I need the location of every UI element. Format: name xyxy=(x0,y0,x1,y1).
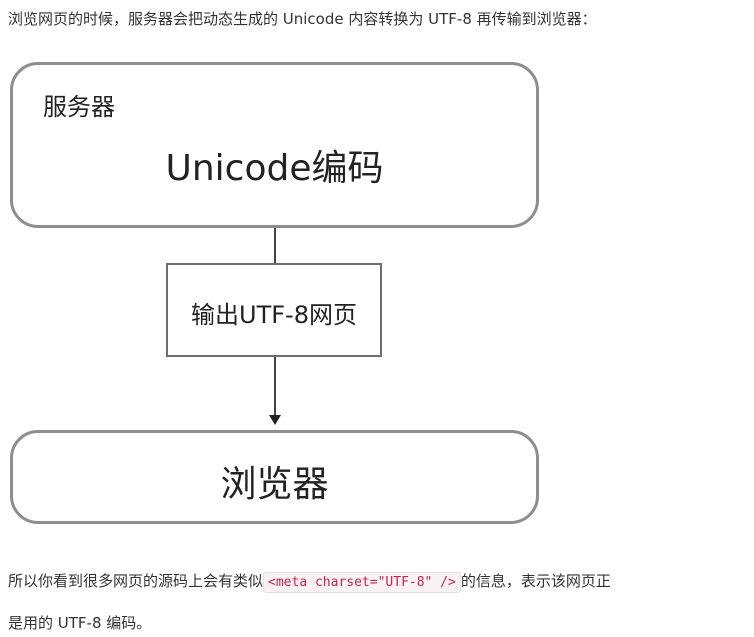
intro-paragraph: 浏览网页的时候，服务器会把动态生成的 Unicode 内容转换为 UTF-8 再… xyxy=(8,10,597,28)
browser-label: 浏览器 xyxy=(220,464,329,505)
output-label: 输出UTF-8网页 xyxy=(191,301,357,329)
server-encoding-label: Unicode编码 xyxy=(165,148,384,189)
explanation-line-2: 是用的 UTF-8 编码。 xyxy=(8,614,152,632)
explanation-suffix: 的信息，表示该网页正 xyxy=(460,572,611,590)
server-title: 服务器 xyxy=(43,93,115,121)
arrow-down-icon xyxy=(269,415,281,425)
explanation-paragraph: 所以你看到很多网页的源码上会有类似<meta charset="UTF-8" /… xyxy=(8,570,611,593)
connector-line-top xyxy=(274,228,276,263)
explanation-prefix: 所以你看到很多网页的源码上会有类似 xyxy=(8,572,264,590)
server-box: 服务器 Unicode编码 xyxy=(10,62,539,228)
meta-charset-code: <meta charset="UTF-8" /> xyxy=(263,572,461,593)
output-utf8-box: 输出UTF-8网页 xyxy=(166,263,382,357)
browser-box: 浏览器 xyxy=(10,430,539,524)
connector-line-bottom xyxy=(274,357,276,419)
